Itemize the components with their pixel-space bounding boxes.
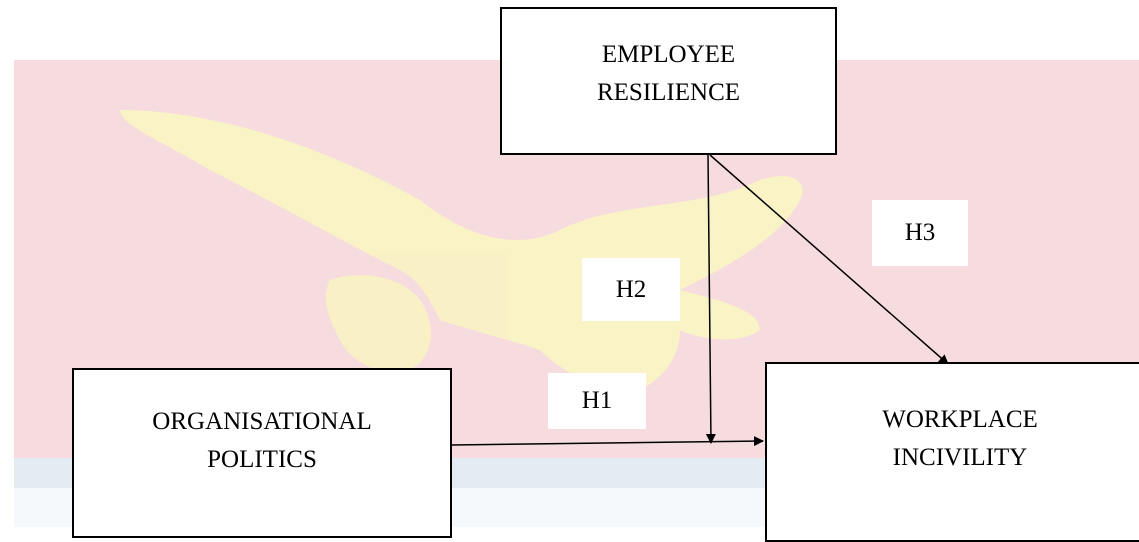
arrow-h2: [705, 154, 716, 444]
research-model-diagram: EMPLOYEE RESILIENCE ORGANISATIONAL POLIT…: [14, 7, 1139, 542]
hypothesis-label-h1: H1: [548, 373, 646, 429]
node-employee-resilience-line-1: EMPLOYEE: [601, 41, 736, 68]
arrows-layer: [451, 154, 949, 447]
node-workplace-incivility-line-1: WORKPLACE: [882, 406, 1038, 433]
node-organisational-politics-line-2: POLITICS: [207, 446, 317, 473]
node-workplace-incivility: WORKPLACE INCIVILITY: [765, 362, 1139, 542]
node-organisational-politics-line-1: ORGANISATIONAL: [152, 408, 372, 435]
node-employee-resilience: EMPLOYEE RESILIENCE: [500, 7, 837, 155]
hypothesis-label-h3: H3: [872, 200, 968, 266]
node-workplace-incivility-line-2: INCIVILITY: [892, 444, 1028, 471]
node-organisational-politics: ORGANISATIONAL POLITICS: [72, 368, 452, 538]
hypothesis-label-h2: H2: [582, 258, 680, 321]
arrow-h1: [451, 436, 764, 447]
node-employee-resilience-line-2: RESILIENCE: [596, 79, 741, 106]
arrow-h3: [709, 154, 949, 365]
